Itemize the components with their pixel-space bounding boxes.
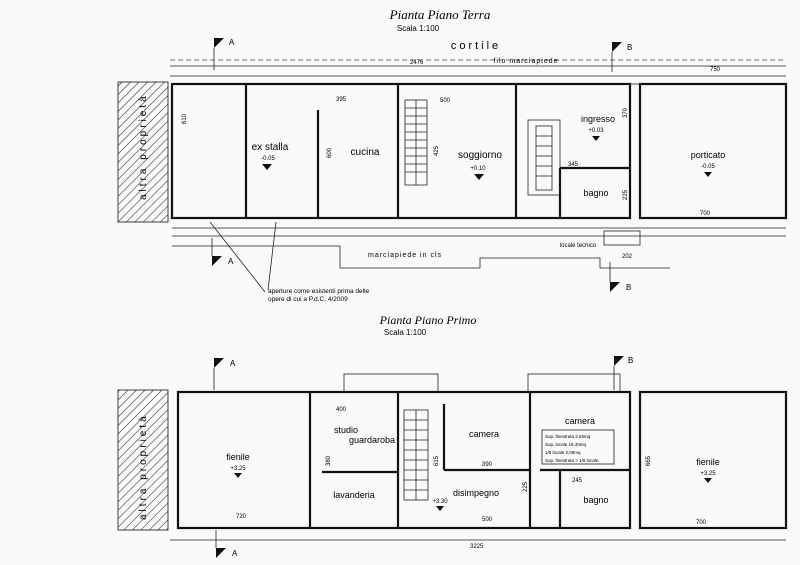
- room-camera-mid: camera: [469, 429, 499, 439]
- room-camera-right: camera: [565, 416, 595, 426]
- room-ex-stalla: ex stalla: [252, 142, 289, 153]
- section-marker-b-top: B: [611, 42, 632, 72]
- first-floor-scale: Scala 1:100: [384, 328, 427, 337]
- section-marker-a-first-top: A: [213, 358, 236, 390]
- openings-note-1: aperture come esistenti prima delle: [268, 288, 370, 295]
- room-ingresso: ingresso: [581, 114, 615, 124]
- room-studio: studio: [334, 425, 358, 435]
- porticato-outline: [638, 82, 788, 220]
- svg-text:B: B: [627, 43, 632, 52]
- dim-locale-w: 202: [622, 254, 633, 260]
- svg-text:B: B: [628, 356, 633, 365]
- dim-soggiorno-w: 500: [440, 98, 451, 104]
- stairs-ground-2: [527, 119, 561, 196]
- dim-camera-w: 390: [482, 462, 493, 468]
- dim-bagno-first-w: 245: [572, 478, 583, 484]
- stairs-first: [403, 409, 429, 501]
- stairs-ground-1: [404, 99, 428, 186]
- section-marker-a-bottom: A: [211, 238, 234, 266]
- dim-porticato-w: 700: [700, 211, 711, 217]
- svg-text:A: A: [228, 257, 234, 266]
- level-ingresso: +0.03: [588, 128, 604, 134]
- section-marker-b-first-top: B: [613, 356, 633, 390]
- dim-cucina-w: 395: [336, 97, 347, 103]
- dim-a2: 425: [434, 145, 440, 156]
- ratio-row-3: 1/8 locale 2,05mq: [545, 450, 581, 455]
- ratio-row-4: Sup. finestrata > 1/8 locale: [545, 458, 599, 463]
- neighbor-property-label-first: altra proprietà: [138, 413, 149, 520]
- room-disimpegno: disimpegno: [453, 488, 499, 498]
- room-cucina: cucina: [351, 147, 380, 158]
- dim-total-bottom: 3225: [470, 544, 484, 550]
- section-marker-a-top: A: [213, 38, 235, 70]
- dim-h4: 225: [523, 481, 529, 492]
- level-fienile-left: +3.25: [230, 466, 246, 472]
- dim-disimpegno-w: 500: [482, 517, 493, 523]
- dim-total-top: 2476: [410, 60, 424, 66]
- neighbor-property-label-ground: altra proprietà: [138, 93, 149, 200]
- level-fienile-right: +3.25: [700, 471, 716, 477]
- ground-floor-title: Pianta Piano Terra: [389, 7, 491, 22]
- dim-h1: 380: [326, 455, 332, 466]
- dim-studio-w: 400: [336, 407, 347, 413]
- dim-h3: 665: [646, 455, 652, 466]
- dim-cucina-h: 600: [327, 147, 333, 158]
- level-ex-stalla: -0.05: [261, 156, 275, 162]
- dim-right-top: 750: [710, 67, 721, 73]
- room-soggiorno: soggiorno: [458, 150, 502, 161]
- dim-a4: 225: [623, 189, 629, 200]
- level-soggiorno: +0.10: [470, 166, 486, 172]
- level-disimpegno: +3.30: [432, 499, 448, 505]
- svg-text:A: A: [229, 38, 235, 47]
- section-marker-b-bottom: B: [609, 262, 631, 292]
- dim-fienile-r-w: 700: [696, 520, 707, 526]
- room-bagno-ground: bagno: [583, 188, 608, 198]
- ground-floor-scale: Scala 1:100: [397, 24, 440, 33]
- sidewalk-label: marciapiede in cls: [368, 252, 442, 259]
- ratio-row-1: Sup. finestrata 2,55mq: [545, 434, 591, 439]
- room-fienile-left: fienile: [226, 452, 250, 462]
- room-locale-tecnico: locale tecnico: [560, 243, 597, 249]
- window-ratio-table: Sup. finestrata 2,55mq Sup. locale 16,40…: [541, 429, 615, 465]
- first-building-outline: [176, 390, 632, 530]
- dim-a1: 610: [182, 113, 188, 124]
- dim-h2: 615: [434, 455, 440, 466]
- room-porticato: porticato: [691, 150, 726, 160]
- dim-fienile-w: 720: [236, 514, 247, 520]
- dim-bagno-w: 345: [568, 162, 579, 168]
- svg-text:A: A: [232, 549, 238, 558]
- first-floor-title: Pianta Piano Primo: [379, 313, 477, 327]
- openings-note-2: opere di cui a P.d.C. 4/2009: [268, 296, 348, 303]
- room-lavanderia: lavanderia: [333, 490, 375, 500]
- level-porticato: -0.05: [701, 164, 715, 170]
- ratio-row-2: Sup. locale 16,40mq: [545, 442, 587, 447]
- section-marker-a-first-bottom: A: [215, 530, 238, 558]
- neighbor-hatch-ground: [117, 81, 169, 223]
- first-fienile-right-outline: [638, 390, 788, 530]
- room-bagno-first: bagno: [583, 495, 608, 505]
- neighbor-hatch-first: [117, 389, 169, 531]
- room-guardaroba: guardaroba: [349, 435, 395, 445]
- svg-text:B: B: [626, 283, 631, 292]
- svg-text:A: A: [230, 359, 236, 368]
- courtyard-label: cortile: [451, 40, 501, 52]
- curb-line-label: filo marciapiede: [493, 58, 558, 65]
- ground-building-outline: [170, 82, 632, 220]
- dim-a3: 370: [623, 107, 629, 118]
- room-fienile-right: fienile: [696, 457, 720, 467]
